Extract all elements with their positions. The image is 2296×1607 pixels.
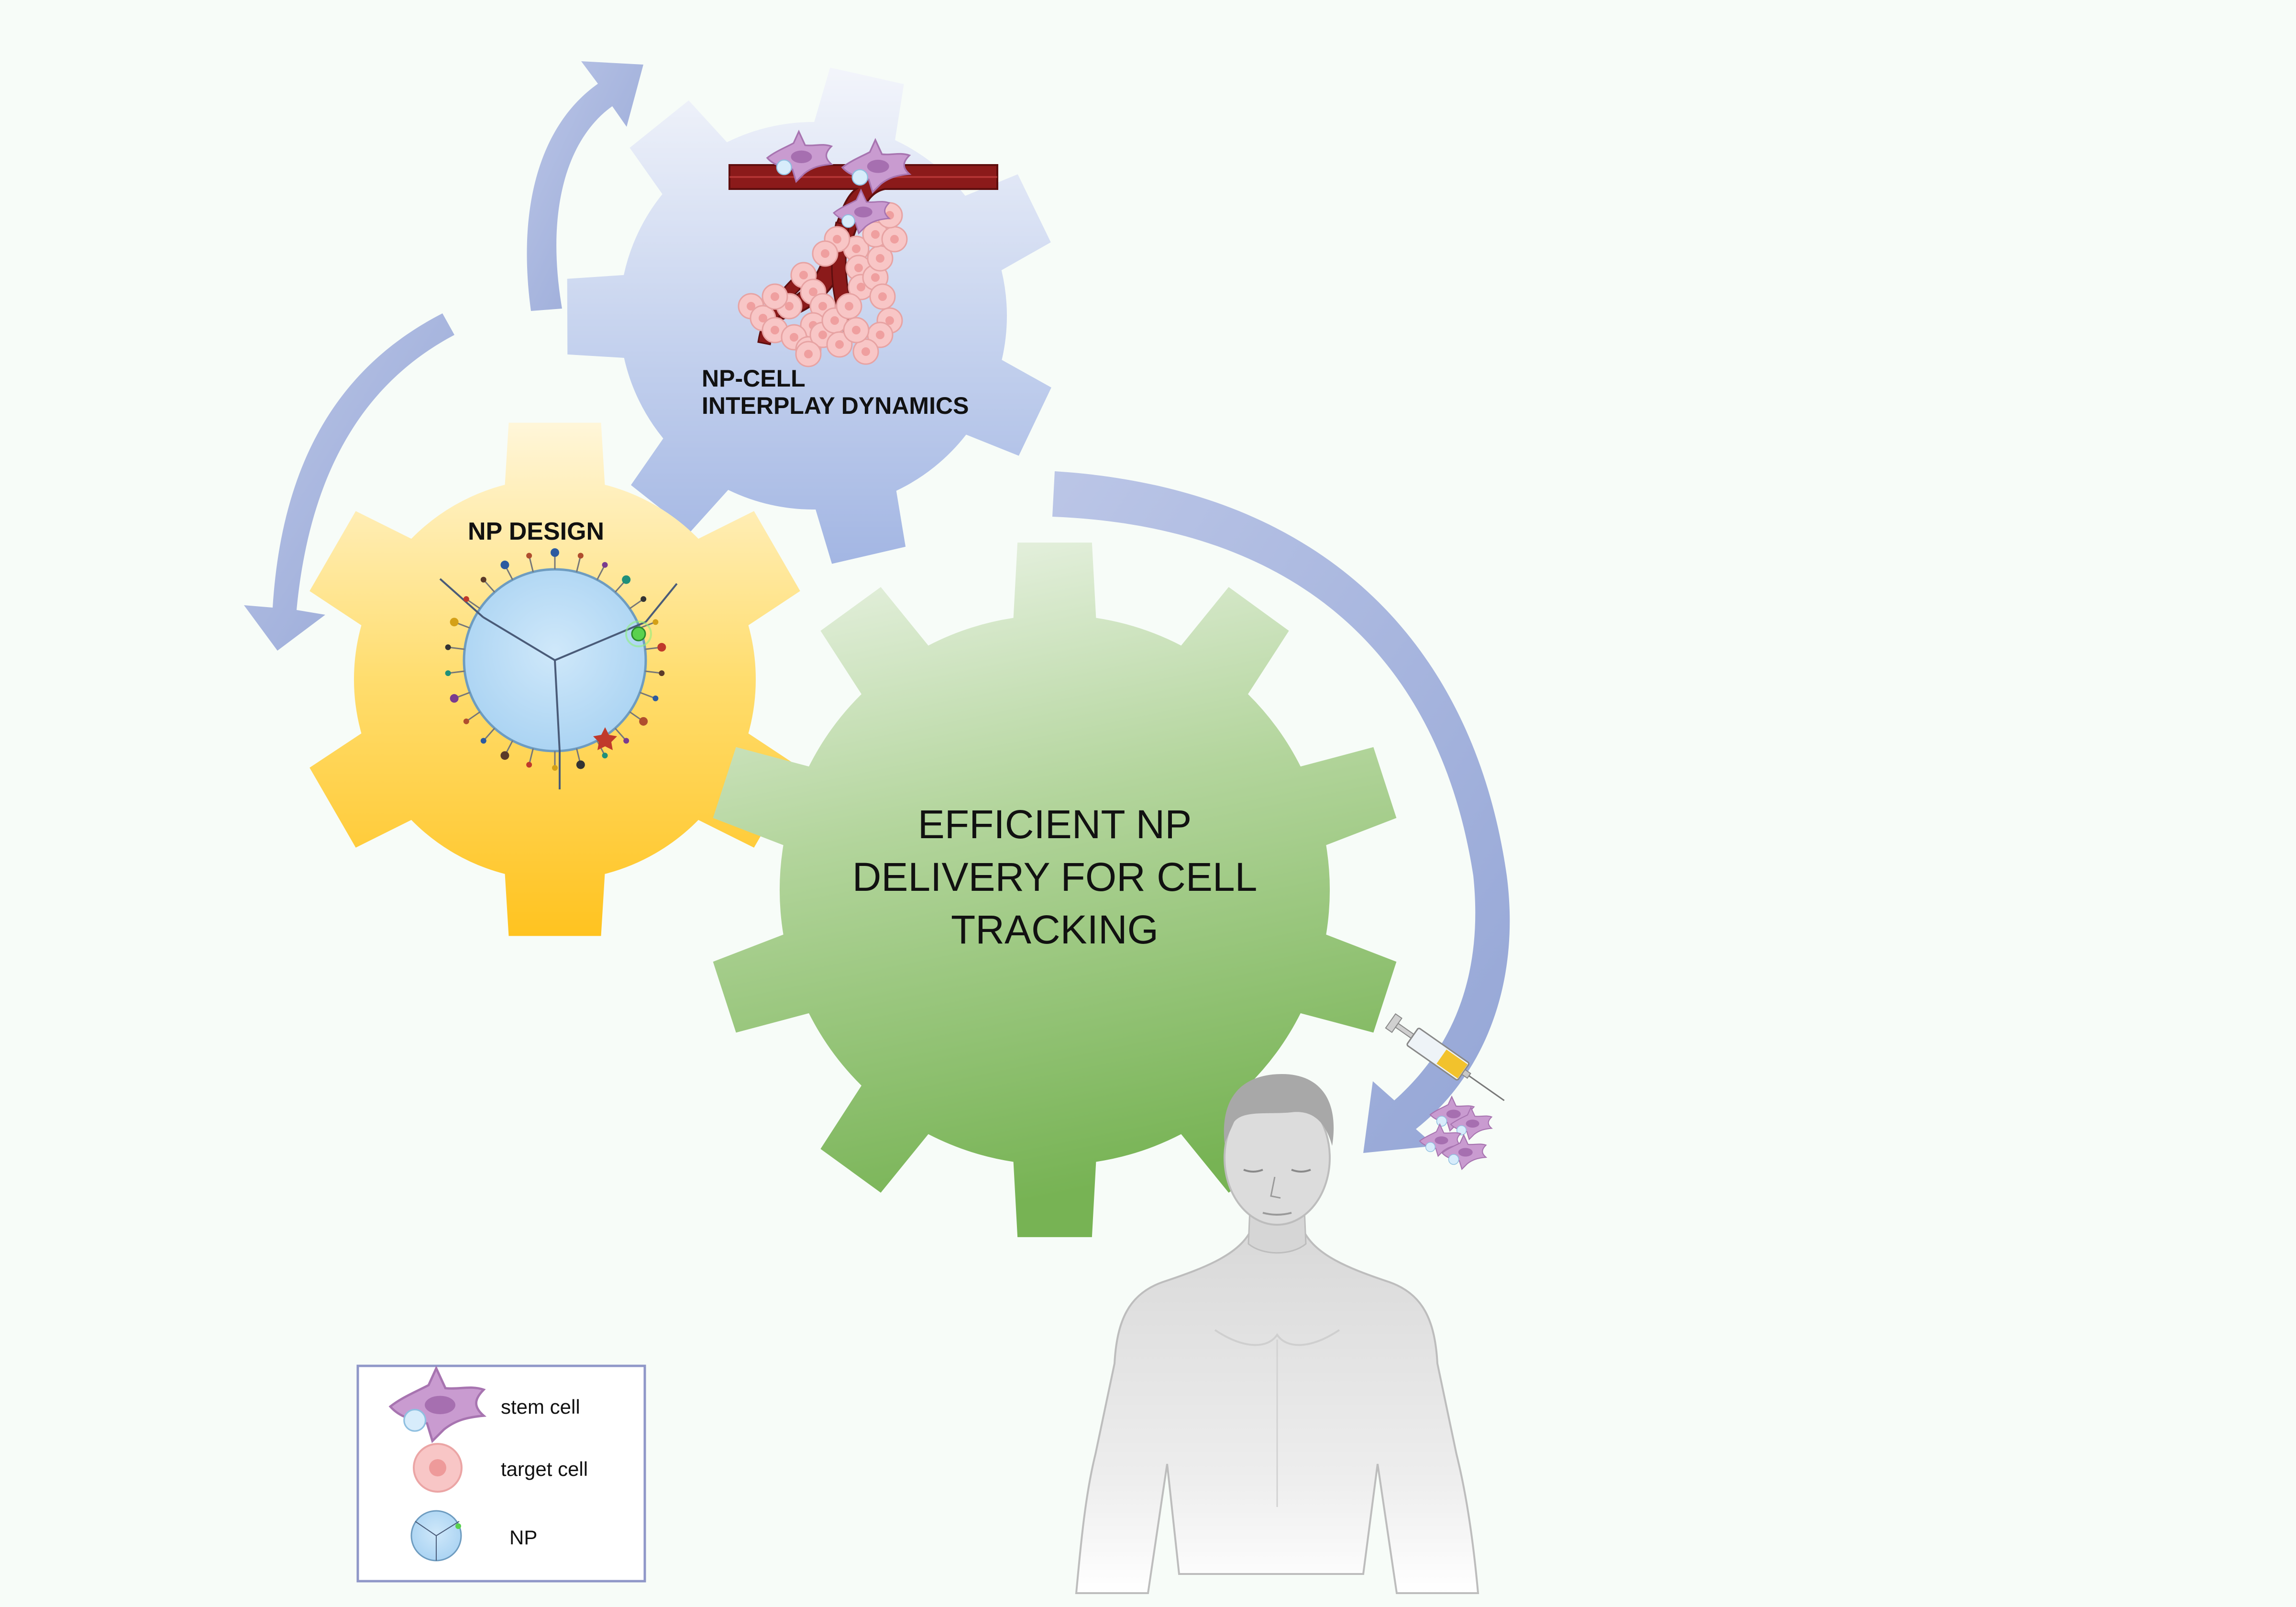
stem-cell <box>1441 1133 1488 1170</box>
surface-ligand <box>576 553 584 572</box>
legend: stem cell target cell NP <box>356 1364 646 1583</box>
target-cell <box>843 235 870 262</box>
surface-ligand <box>596 562 608 580</box>
surface-ligand <box>526 553 534 572</box>
legend-label-np: NP <box>509 1526 537 1549</box>
surface-ligand <box>526 748 534 768</box>
surface-ligand <box>645 643 666 652</box>
stem-cell <box>766 130 834 183</box>
surface-ligand <box>629 596 647 610</box>
delivery-label-line2: DELIVERY FOR CELL <box>852 854 1258 899</box>
nanoparticle-icon <box>410 1510 462 1562</box>
surface-ligand <box>445 670 465 676</box>
surface-ligand <box>629 711 648 726</box>
arrow-to-np-design <box>244 313 454 651</box>
surface-ligand <box>645 670 665 676</box>
legend-item-target-cell: target cell <box>413 1443 588 1493</box>
legend-item-np: NP <box>410 1510 537 1562</box>
stem-cell <box>1450 1106 1493 1141</box>
stem-cell <box>1419 1123 1462 1157</box>
delivery-gear <box>713 543 1397 1237</box>
legend-label-target-cell: target cell <box>501 1458 588 1480</box>
target-cell <box>881 226 908 253</box>
surface-ligand <box>480 576 496 593</box>
target-cell <box>843 317 870 344</box>
cycle-arrows <box>244 61 1510 1153</box>
target-cell <box>826 331 853 358</box>
target-cell <box>869 283 896 310</box>
surface-ligand <box>500 740 514 760</box>
interplay-label-line1: NP-CELL <box>702 365 806 392</box>
surface-ligand <box>614 575 631 593</box>
legend-item-stem-cell: stem cell <box>388 1365 580 1443</box>
stem-cell-icon <box>388 1365 487 1443</box>
surface-ligand <box>500 560 514 580</box>
surface-ligand <box>551 548 559 569</box>
stem-cell <box>388 1365 487 1443</box>
surface-ligand <box>576 748 585 769</box>
patient-figure <box>1075 1074 1479 1594</box>
syringe-icon <box>1385 1013 1505 1101</box>
delivery-label-line3: TRACKING <box>951 907 1159 952</box>
surface-ligand <box>552 751 558 771</box>
star-ligand <box>593 727 617 750</box>
interplay-label-line2: INTERPLAY DYNAMICS <box>702 392 969 419</box>
surface-ligand <box>463 596 481 610</box>
surface-ligand <box>480 728 496 744</box>
patient-hair <box>1224 1074 1334 1146</box>
delivery-label-line1: EFFICIENT NP <box>918 802 1192 847</box>
target-cell <box>812 240 839 267</box>
surface-ligand <box>445 644 465 650</box>
arrow-to-interplay <box>527 61 643 311</box>
surface-ligand <box>463 711 481 724</box>
stem-cell <box>832 188 891 235</box>
target-cell <box>795 341 822 367</box>
np-design-label: NP DESIGN <box>468 518 604 545</box>
fluorescent-marker <box>631 626 646 642</box>
target-cell <box>836 293 862 320</box>
legend-label-stem-cell: stem cell <box>501 1396 580 1418</box>
surface-ligand <box>640 691 659 701</box>
vessel-illustration <box>729 130 998 367</box>
surface-ligand <box>450 691 470 703</box>
arrow-to-patient <box>1052 471 1510 1153</box>
nanoparticle-illustration <box>439 548 678 789</box>
surface-ligand <box>450 618 470 629</box>
target-cell <box>762 283 788 310</box>
delivery-gear-shape <box>713 543 1397 1237</box>
surface-ligand <box>614 728 629 744</box>
stem-cell <box>841 138 912 194</box>
target-cell <box>852 338 879 365</box>
